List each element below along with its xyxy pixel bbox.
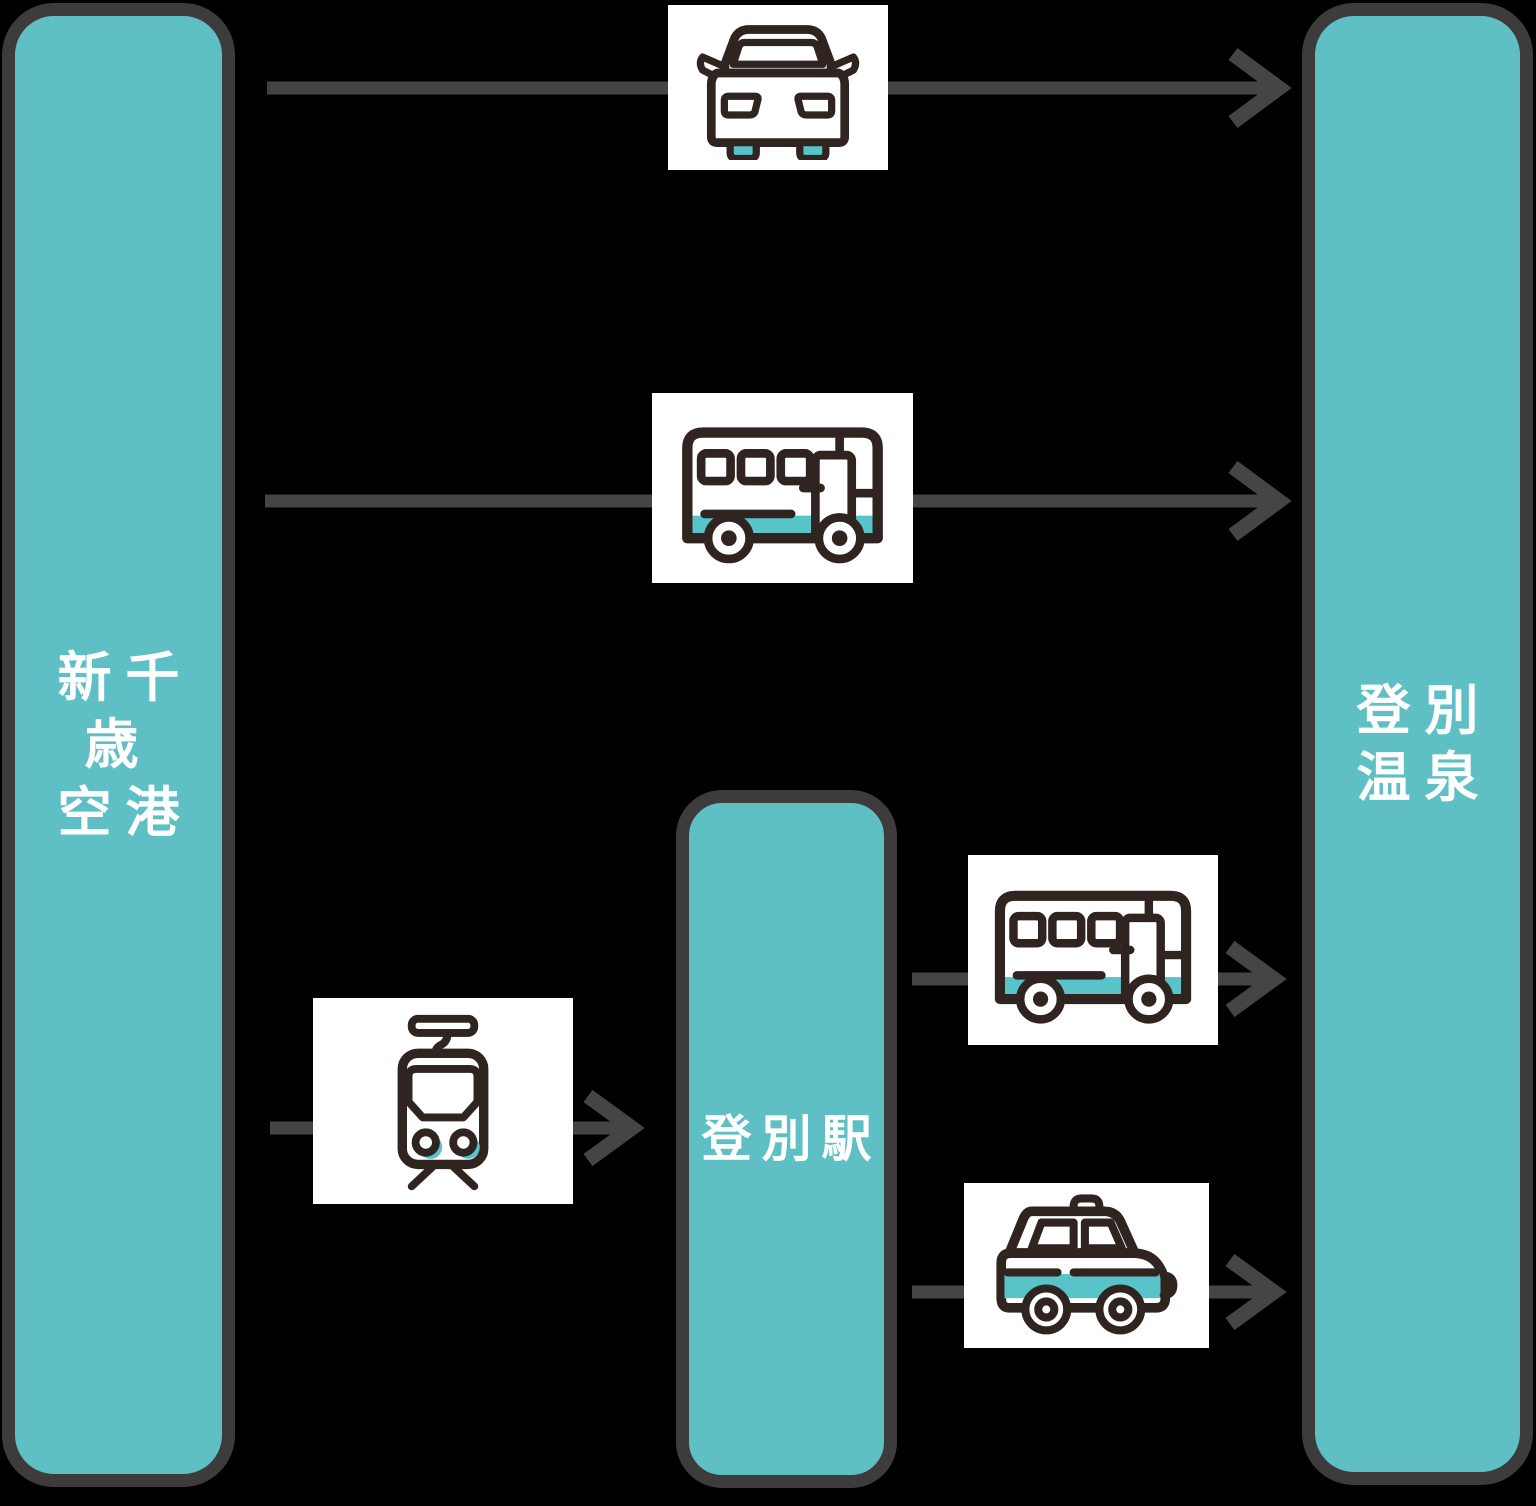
train-icon [397, 1014, 489, 1191]
node-noboribetsu-station: 登別駅 [676, 790, 897, 1488]
car-icon [696, 25, 860, 160]
node-label-onsen: 登別 温泉 [1343, 677, 1493, 812]
station-label: 登別駅 [701, 1109, 882, 1168]
node-noboribetsu-onsen: 登別 温泉 [1302, 3, 1533, 1485]
route-card-car [668, 5, 888, 170]
node-label-station: 登別駅 [692, 1108, 882, 1171]
bus-icon [994, 890, 1192, 1024]
onsen-label-line1: 登別 [1356, 678, 1493, 742]
onsen-label-line2: 温泉 [1356, 746, 1493, 809]
airport-label-line2: 空港 [57, 780, 194, 844]
taxi-icon [996, 1193, 1178, 1334]
airport-label-line1: 新千歳 [57, 645, 194, 777]
bus-icon [682, 427, 883, 564]
route-card-bus-2 [968, 855, 1218, 1045]
route-card-taxi [964, 1183, 1209, 1348]
route-card-bus-1 [652, 393, 913, 583]
route-card-train [313, 998, 573, 1204]
node-label-airport: 新千歳 空港 [15, 644, 222, 847]
node-shin-chitose-airport: 新千歳 空港 [2, 3, 235, 1487]
